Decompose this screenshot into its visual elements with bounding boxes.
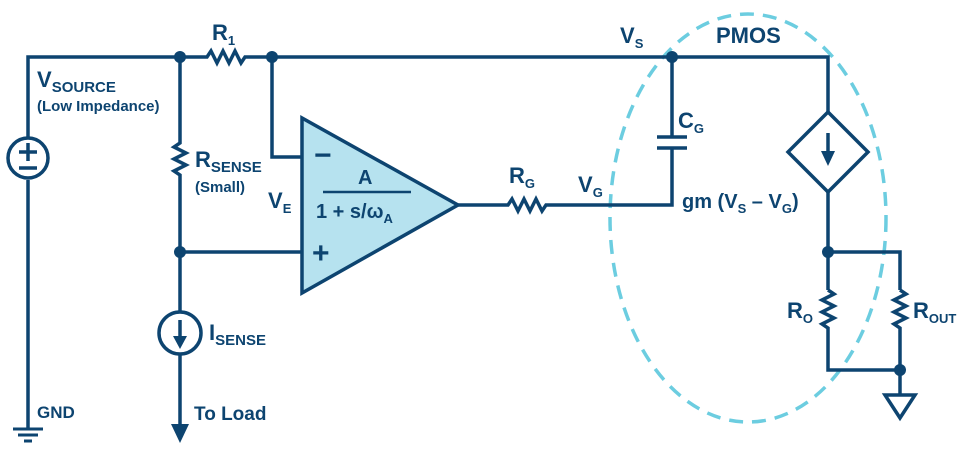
resistor-rout: [890, 288, 910, 370]
opamp-plus-sign: +: [312, 237, 330, 270]
ground-icon-left: [13, 427, 43, 443]
resistor-r1: [180, 47, 672, 67]
label-pmos: PMOS: [716, 23, 781, 48]
label-to-load: To Load: [194, 404, 266, 425]
voltage-source: [6, 55, 180, 428]
label-rg: RG: [509, 163, 535, 191]
opamp-minus-sign: −: [314, 139, 332, 172]
label-isense: ISENSE: [209, 320, 266, 349]
label-ve: VE: [268, 188, 292, 216]
label-rsense: RSENSE: [195, 147, 262, 176]
label-rout: ROUT: [913, 298, 956, 326]
voltage-source-icon: [6, 136, 50, 180]
ground-icon-right: [881, 370, 919, 422]
pmos-boundary: [608, 12, 888, 424]
label-ro: RO: [787, 298, 813, 326]
label-cg: CG: [678, 108, 704, 136]
resistor-ro: [818, 288, 900, 372]
label-gm-transconductance: gm (VS – VG): [682, 191, 799, 216]
resistor-rg: [458, 148, 674, 215]
opamp-gain-numerator: A: [358, 167, 372, 189]
dependent-current-source: [785, 109, 871, 195]
current-source-isense: [157, 310, 203, 443]
resistor-rsense: [170, 57, 190, 312]
label-gnd: GND: [37, 403, 75, 422]
label-r1: R1: [212, 20, 235, 48]
label-small: (Small): [195, 179, 245, 196]
opamp-gain-denominator: 1 + s/ωA: [316, 201, 394, 226]
arrow-down-icon: [171, 424, 189, 443]
label-low-impedance: (Low Impedance): [37, 98, 160, 115]
label-vsource: VSOURCE: [37, 67, 116, 96]
label-vg: VG: [578, 172, 603, 200]
label-vs: VS: [620, 23, 644, 51]
opamp: [300, 115, 462, 296]
capacitor-cg: [657, 57, 687, 150]
